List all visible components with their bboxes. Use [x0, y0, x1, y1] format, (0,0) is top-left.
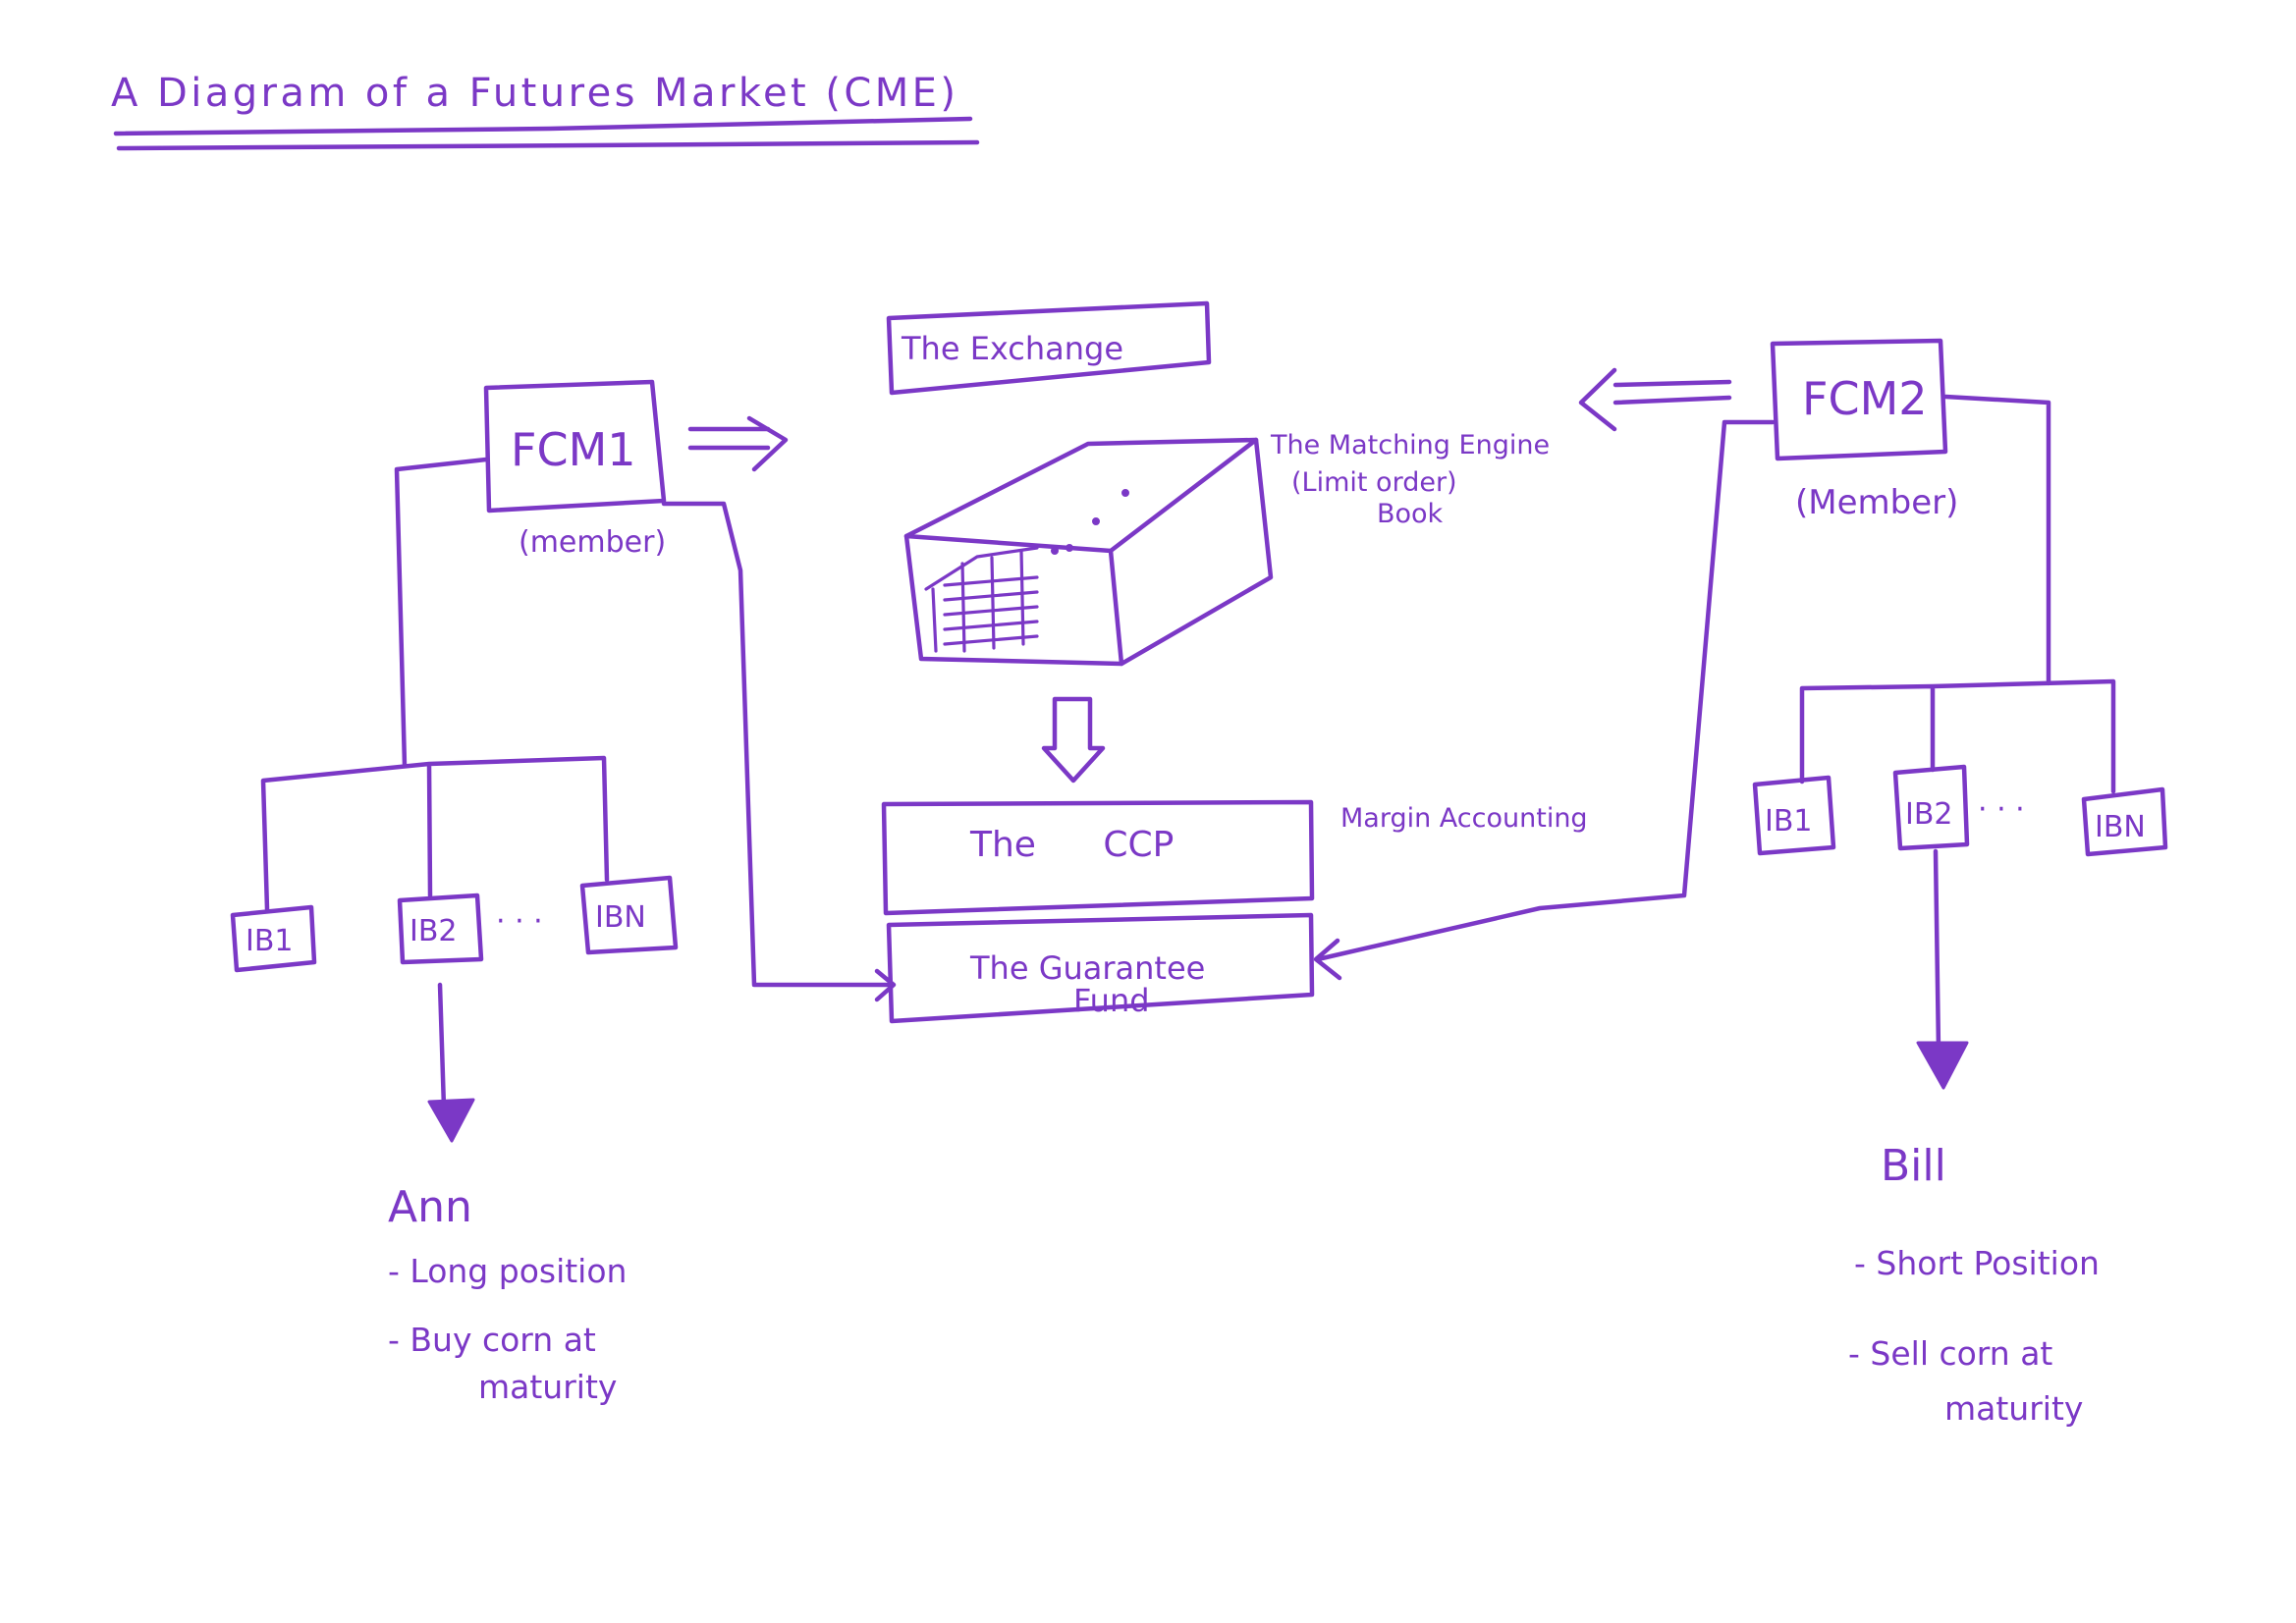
arrow-head [746, 415, 789, 472]
ccp-label: The CCP [969, 825, 1174, 865]
cube-dot [1066, 544, 1073, 552]
matching-engine-label-line: The Matching Engine [1270, 430, 1550, 460]
guarantee-fund-box: The Guarantee Fund [886, 912, 1315, 1024]
ib-label: IB1 [1765, 804, 1813, 839]
fcm2-group: FCM2 (Member) IB1 IB2 · · · IBN Bill [1313, 338, 2168, 1428]
ib-box: IB1 [230, 904, 317, 973]
engine-to-ccp-arrow [1041, 696, 1106, 784]
order-book-icon [924, 546, 1039, 653]
ib-ellipsis: · · · [1978, 792, 2025, 827]
client-note: - Buy corn at [388, 1321, 596, 1359]
cube-dots [1051, 489, 1129, 555]
ib-label: IBN [2095, 810, 2146, 844]
client-note: - Sell corn at [1848, 1334, 2052, 1373]
matching-engine-label: The Matching Engine (Limit order) Book [1270, 430, 1550, 529]
ib2-to-client-arrow-shaft [437, 982, 447, 1110]
client-note: - Short Position [1854, 1244, 2100, 1282]
fcm2-to-guarantee-line [1315, 419, 1776, 962]
client-name: Ann [388, 1182, 472, 1232]
cube-dot [1121, 489, 1129, 497]
exchange-box: The Exchange [886, 300, 1212, 396]
fcm2-ib-tree [1799, 394, 2116, 794]
ccp-box-outline [881, 799, 1315, 916]
exchange-label: The Exchange [901, 330, 1123, 367]
client-note: - Long position [388, 1252, 627, 1290]
client-note: maturity [478, 1368, 617, 1406]
arrow-shaft [687, 426, 771, 451]
ccp-note: Margin Accounting [1340, 803, 1588, 834]
fcm1-to-exchange-arrow [687, 415, 789, 472]
ib-label: IB2 [1905, 797, 1953, 832]
client-name: Bill [1881, 1141, 1946, 1191]
ib-ellipsis: · · · [496, 904, 543, 939]
ccp-box: The CCP [881, 799, 1315, 916]
ib-box: IB2 [1892, 764, 1970, 851]
ib-label: IBN [595, 900, 646, 935]
cube-dot [1092, 517, 1100, 525]
cube-right-face [1119, 437, 1274, 667]
title-group: A Diagram of a Futures Market (CME) [111, 71, 980, 151]
ib-box-outline [1892, 764, 1970, 851]
matching-engine-cube [903, 437, 1274, 667]
matching-engine-label-line: Book [1377, 499, 1444, 529]
ib-box-outline [1752, 775, 1836, 856]
title-underline-bottom [116, 139, 980, 151]
fcm1-to-guarantee-line [661, 501, 896, 988]
ib-box: IBN [2081, 786, 2168, 857]
fcm1-label: FCM1 [511, 423, 636, 476]
fcm2-label: FCM2 [1802, 372, 1928, 425]
title-underline-top [113, 116, 973, 136]
ib-box: IB1 [1752, 775, 1836, 856]
client-bill: Bill - Short Position - Sell corn at mat… [1848, 1141, 2100, 1428]
ib2-to-client-arrow-head [1916, 1041, 1969, 1090]
order-book-top [924, 546, 1039, 591]
guarantee-fund-label-line: The Guarantee [969, 949, 1205, 987]
ib-box-outline [230, 904, 317, 973]
order-book-columns [931, 549, 1025, 653]
ib2-to-client-arrow-head [427, 1098, 475, 1143]
fcm1-box-outline [483, 379, 667, 514]
fcm2-to-guarantee-arrowhead [1313, 938, 1342, 981]
guarantee-fund-label-line: Fund [1073, 982, 1150, 1019]
matching-engine-label-line: (Limit order) [1291, 467, 1457, 498]
client-ann: Ann - Long position - Buy corn at maturi… [388, 1182, 627, 1406]
fcm2-to-exchange-arrow [1578, 367, 1732, 432]
fcm1-to-guarantee-arrowhead [874, 968, 897, 1002]
exchange-box-outline [886, 300, 1212, 396]
ib-label: IB2 [410, 914, 458, 948]
ib-box-outline [2081, 786, 2168, 857]
fcm1-ib-tree [260, 457, 610, 912]
cube-dot [1051, 547, 1059, 555]
arrow-head [1578, 367, 1617, 432]
order-book-rows [943, 575, 1039, 646]
arrow-shaft [1613, 379, 1732, 406]
ib-label: IB1 [246, 924, 294, 958]
ib-box: IB2 [397, 893, 484, 965]
fcm1-role: (member) [519, 525, 666, 560]
ib-box-outline [397, 893, 484, 965]
fcm2-role: (Member) [1795, 483, 1958, 522]
fcm1-group: FCM1 (member) IB1 IB2 · · · IBN Ann [230, 379, 897, 1406]
client-note: maturity [1944, 1389, 2083, 1428]
ib-box-outline [579, 875, 679, 955]
ib-box: IBN [579, 875, 679, 955]
diagram-title: A Diagram of a Futures Market (CME) [111, 71, 956, 116]
cube-front-face [903, 533, 1124, 667]
fcm2-box-outline [1770, 338, 1948, 461]
cube-top-face [903, 437, 1259, 554]
ib2-to-client-arrow-shaft [1933, 848, 1941, 1054]
